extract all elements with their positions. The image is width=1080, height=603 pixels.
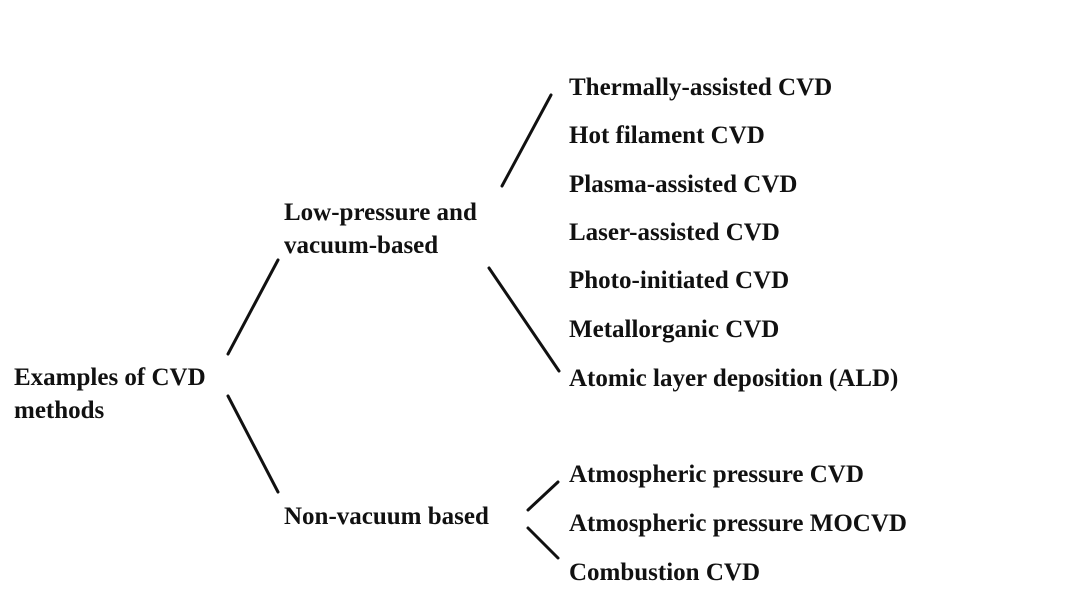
leaf-node: Metallorganic CVD xyxy=(569,316,780,343)
leaf-node: Plasma-assisted CVD xyxy=(569,171,798,198)
root-label-line: methods xyxy=(14,397,105,424)
leaf-node: Photo-initiated CVD xyxy=(569,267,790,294)
connector-root-to-non xyxy=(226,394,280,494)
leaf-node: Atmospheric pressure MOCVD xyxy=(569,510,907,537)
branch-label-line: vacuum-based xyxy=(284,232,439,259)
leaf-node: Atmospheric pressure CVD xyxy=(569,461,864,488)
connector-low-to-bottom xyxy=(487,266,561,373)
branch-node-non-vacuum: Non-vacuum based xyxy=(284,500,489,533)
connector-root-to-low xyxy=(226,258,280,356)
branch-node-low-pressure: Low-pressure and vacuum-based xyxy=(284,196,477,262)
leaf-node: Hot filament CVD xyxy=(569,122,765,149)
connector-non-to-bottom xyxy=(526,526,560,560)
branch-label-line: Low-pressure and xyxy=(284,199,477,226)
connector-low-to-top xyxy=(500,93,553,188)
leaf-node: Atomic layer deposition (ALD) xyxy=(569,365,899,392)
root-node: Examples of CVD methods xyxy=(14,361,206,427)
connector-non-to-top xyxy=(526,480,560,512)
leaf-node: Thermally-assisted CVD xyxy=(569,74,833,101)
branch-label-line: Non-vacuum based xyxy=(284,503,489,530)
root-label-line: Examples of CVD xyxy=(14,364,206,391)
leaf-node: Combustion CVD xyxy=(569,559,761,586)
leaf-node: Laser-assisted CVD xyxy=(569,219,780,246)
